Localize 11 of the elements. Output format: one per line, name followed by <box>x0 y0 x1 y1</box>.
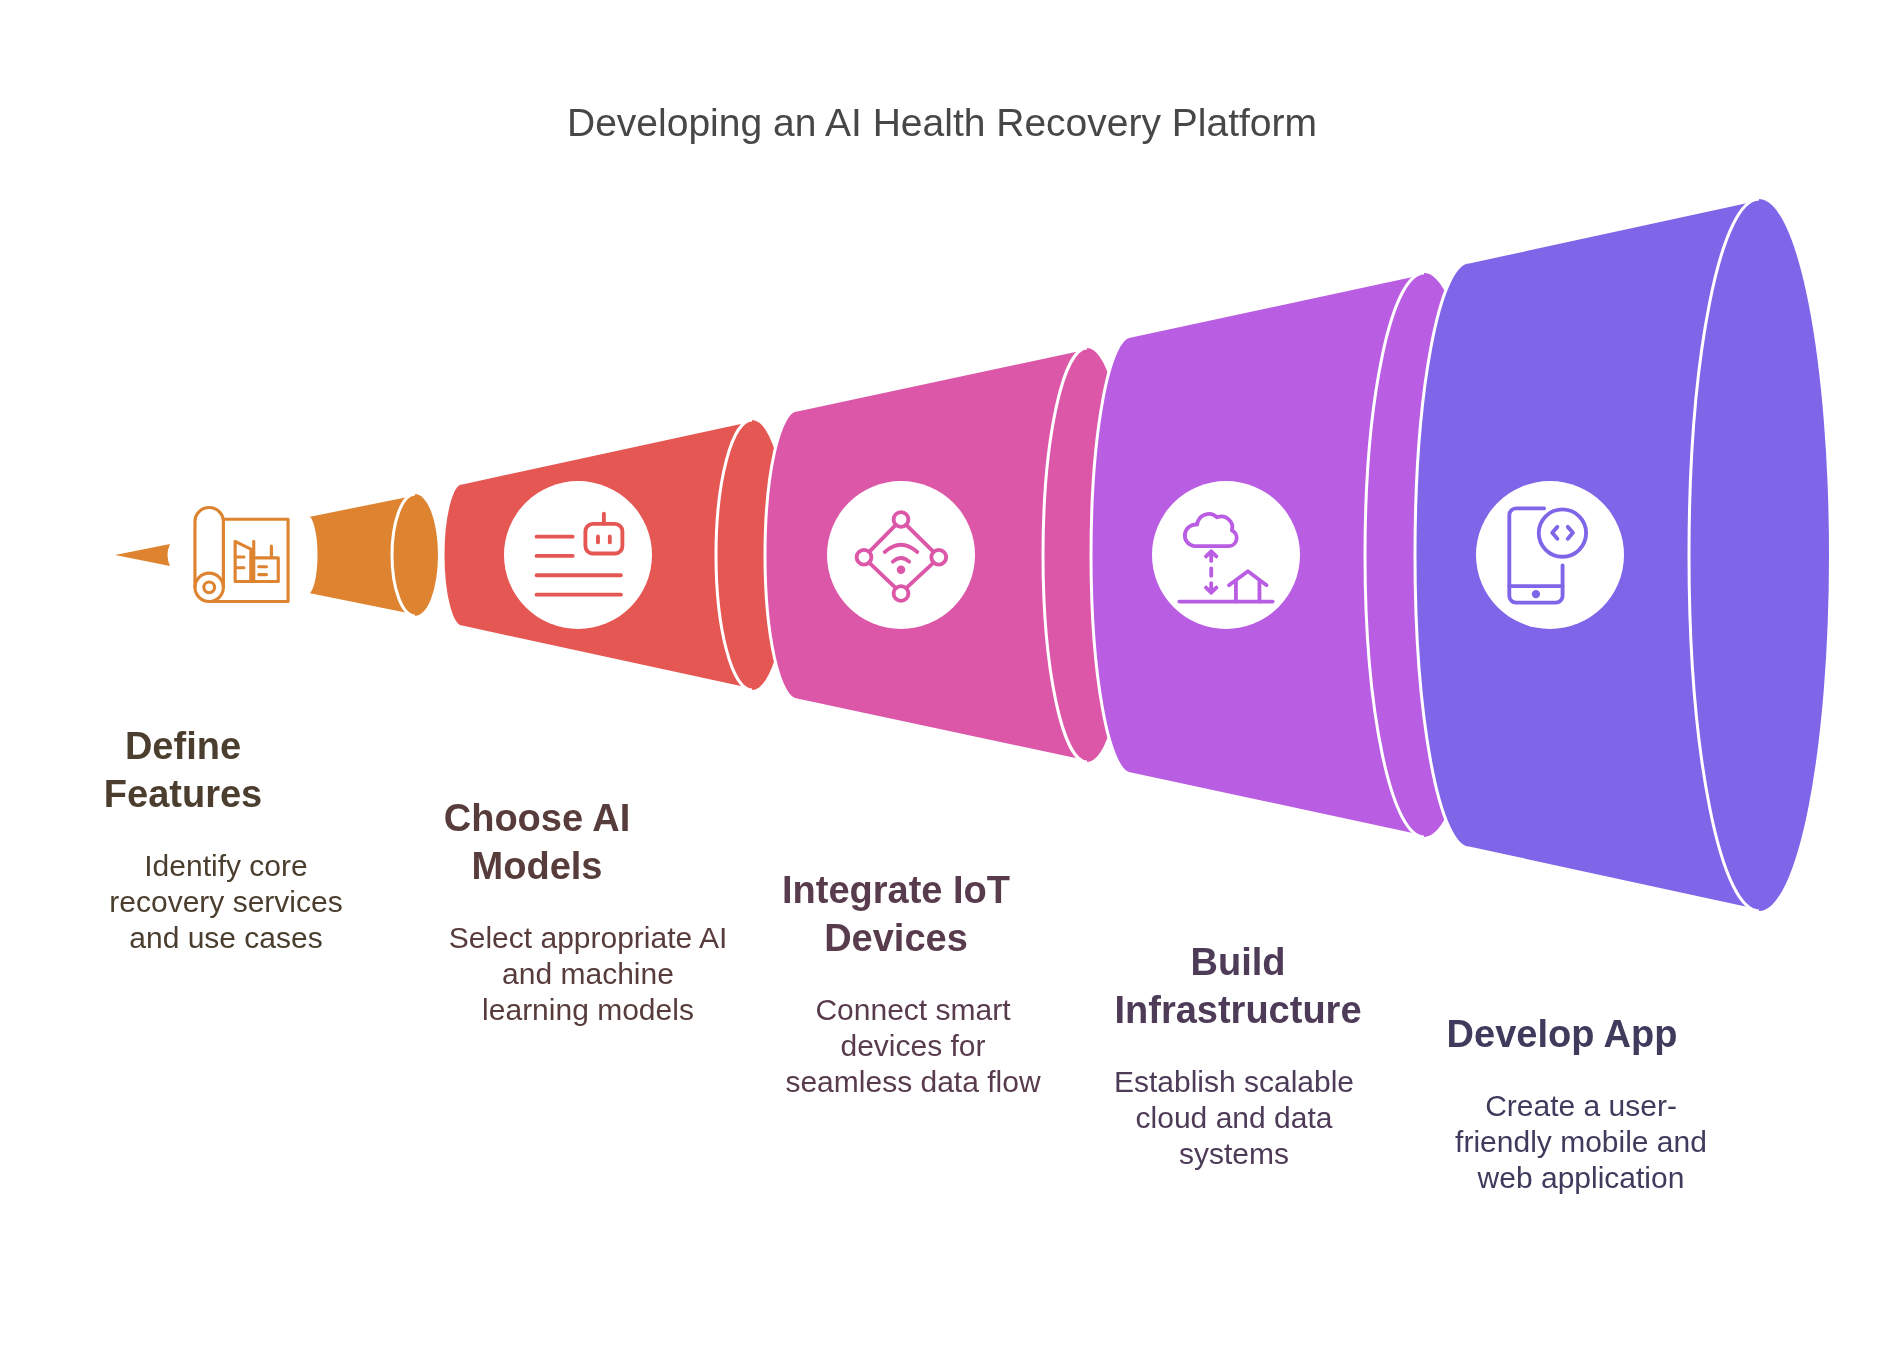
step-heading: Build Infrastructure <box>1114 941 1362 1031</box>
step-heading: Integrate IoT Devices <box>782 869 1010 959</box>
step-description: Create a user-friendly mobile and web application <box>1455 1089 1707 1194</box>
step-description: Select appropriate AI and machine learning models <box>448 921 728 1026</box>
diagram-title: Developing an AI Health Recovery Platform <box>567 100 1317 146</box>
step-description: Establish scalable cloud and data systems <box>1113 1065 1355 1170</box>
step-heading: Develop App <box>1446 1013 1678 1055</box>
step-description: Connect smart devices for seamless data flow <box>785 993 1041 1098</box>
step-heading: Define Features <box>103 725 263 815</box>
step-description: Identify core recovery services and use cases <box>109 849 343 954</box>
step-heading: Choose AI Models <box>443 797 631 887</box>
